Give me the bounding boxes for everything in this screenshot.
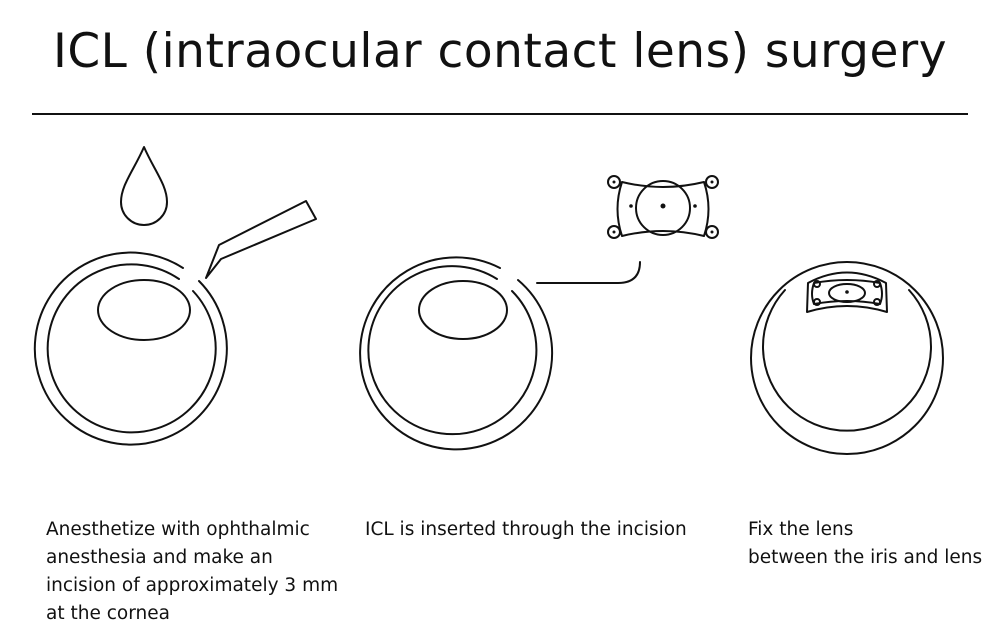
step2-caption: ICL is inserted through the incision — [365, 519, 687, 540]
step3-caption: Fix the lens between the iris and lens — [748, 519, 983, 568]
step2-eye — [359, 256, 554, 451]
step1-caption: Anesthetize with ophthalmic anesthesia a… — [46, 519, 339, 624]
step2-cornea — [418, 280, 508, 340]
step1-drop-icon — [120, 146, 168, 226]
step2-icl-lens-icon — [607, 175, 719, 239]
step3-eye — [750, 261, 944, 455]
step2-insertion-line — [536, 261, 641, 284]
step1-eye — [33, 251, 228, 446]
page-title: ICL (intraocular contact lens) surgery — [52, 24, 948, 79]
step1-scalpel-icon — [205, 200, 317, 279]
step3-fixed-lens-icon — [811, 279, 883, 306]
step1-cornea — [97, 279, 191, 341]
title-divider — [32, 113, 968, 115]
